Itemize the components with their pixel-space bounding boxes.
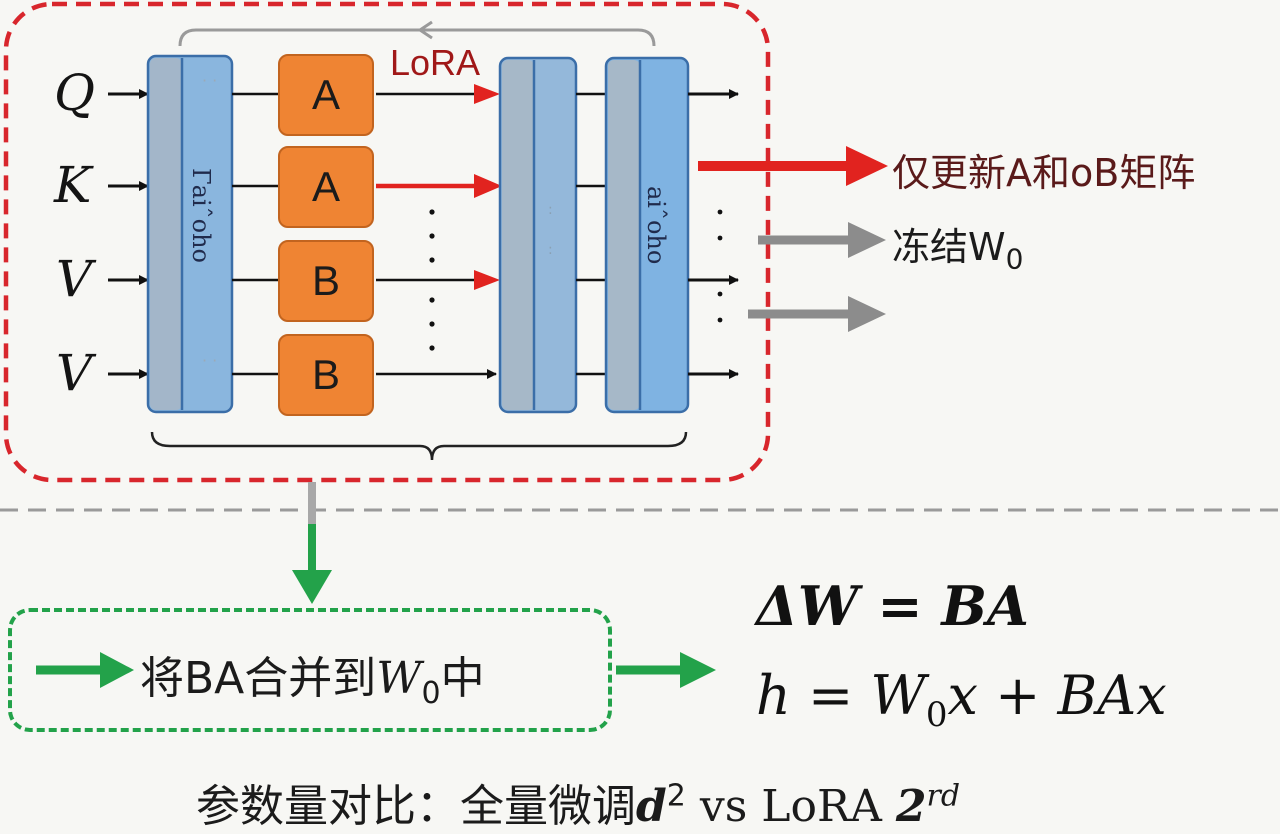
top-bracket-arrow	[417, 20, 433, 40]
merge-text-prefix: 将BA合并到	[140, 653, 377, 704]
output-ellipsis	[717, 209, 723, 323]
merge-connector-arrow	[292, 482, 332, 604]
lora-block-b-2: B	[278, 334, 374, 416]
svg-text::: :	[548, 242, 553, 258]
left-matrix-label: Γaiˆoho	[187, 168, 215, 263]
merge-box	[8, 608, 612, 732]
freeze-arrows	[748, 222, 886, 332]
param-comparison-d-sup: 2	[666, 778, 686, 814]
merge-text: 将BA合并到W0中	[140, 642, 485, 711]
lora-block-b-1: B	[278, 240, 374, 322]
update-only-note: 仅更新A和oB矩阵	[892, 151, 1196, 195]
lora-block-a-1: A	[278, 54, 374, 136]
merge-left-arrow	[36, 652, 134, 688]
freeze-note: 冻结W0	[892, 216, 1023, 276]
right-weight-matrix	[604, 56, 690, 414]
lora-diagram-canvas: · · · · : :	[0, 1, 1280, 688]
bottom-brace	[150, 431, 688, 461]
param-comparison-rd-sup: rd	[926, 778, 961, 814]
param-comparison: 参数量对比：全量微调d2 vs LoRA 2rd	[196, 770, 960, 834]
param-comparison-prefix: 参数量对比：全量微调	[196, 781, 636, 832]
block-input-lines	[232, 92, 278, 376]
input-v-label: V	[56, 250, 93, 308]
lora-block-a-2: A	[278, 146, 374, 228]
vertical-ellipsis	[429, 209, 435, 351]
left-weight-matrix: · · · ·	[146, 54, 234, 414]
block-output-arrows	[376, 84, 502, 379]
param-comparison-two: 2	[895, 781, 927, 832]
svg-text:· ·: · ·	[202, 71, 217, 90]
input-k-label: K	[54, 156, 92, 214]
param-comparison-d: d	[636, 781, 667, 832]
formula-h: h = W0x + BAx	[756, 664, 1167, 735]
update-arrow	[698, 146, 888, 186]
freeze-note-text: 冻结W	[892, 225, 1006, 269]
mid-right-lines	[576, 92, 606, 376]
freeze-note-subscript: 0	[1005, 242, 1024, 276]
formula-h-subscript: 0	[925, 694, 948, 735]
input-arrows	[108, 89, 149, 379]
merge-right-arrow	[616, 652, 716, 688]
middle-matrix: : :	[498, 56, 578, 414]
merge-text-subscript: 0	[421, 675, 441, 711]
svg-text:· ·: · ·	[202, 351, 217, 370]
lora-label: LoRA	[390, 42, 481, 83]
merge-text-suffix: 中	[440, 653, 485, 704]
right-matrix-label: aiˆoho	[642, 186, 670, 265]
formula-h-prefix: h = W	[756, 664, 926, 727]
input-v2-label: V	[56, 344, 93, 402]
merge-text-w: W	[376, 653, 422, 704]
output-arrows	[688, 89, 739, 379]
input-q-label: Q	[54, 64, 95, 122]
top-bracket	[178, 28, 656, 47]
svg-text::: :	[548, 202, 553, 218]
formula-delta-w: ΔW = BA	[756, 574, 1029, 638]
param-comparison-mid: vs LoRA	[685, 781, 896, 832]
formula-h-suffix: x + BAx	[947, 664, 1167, 727]
